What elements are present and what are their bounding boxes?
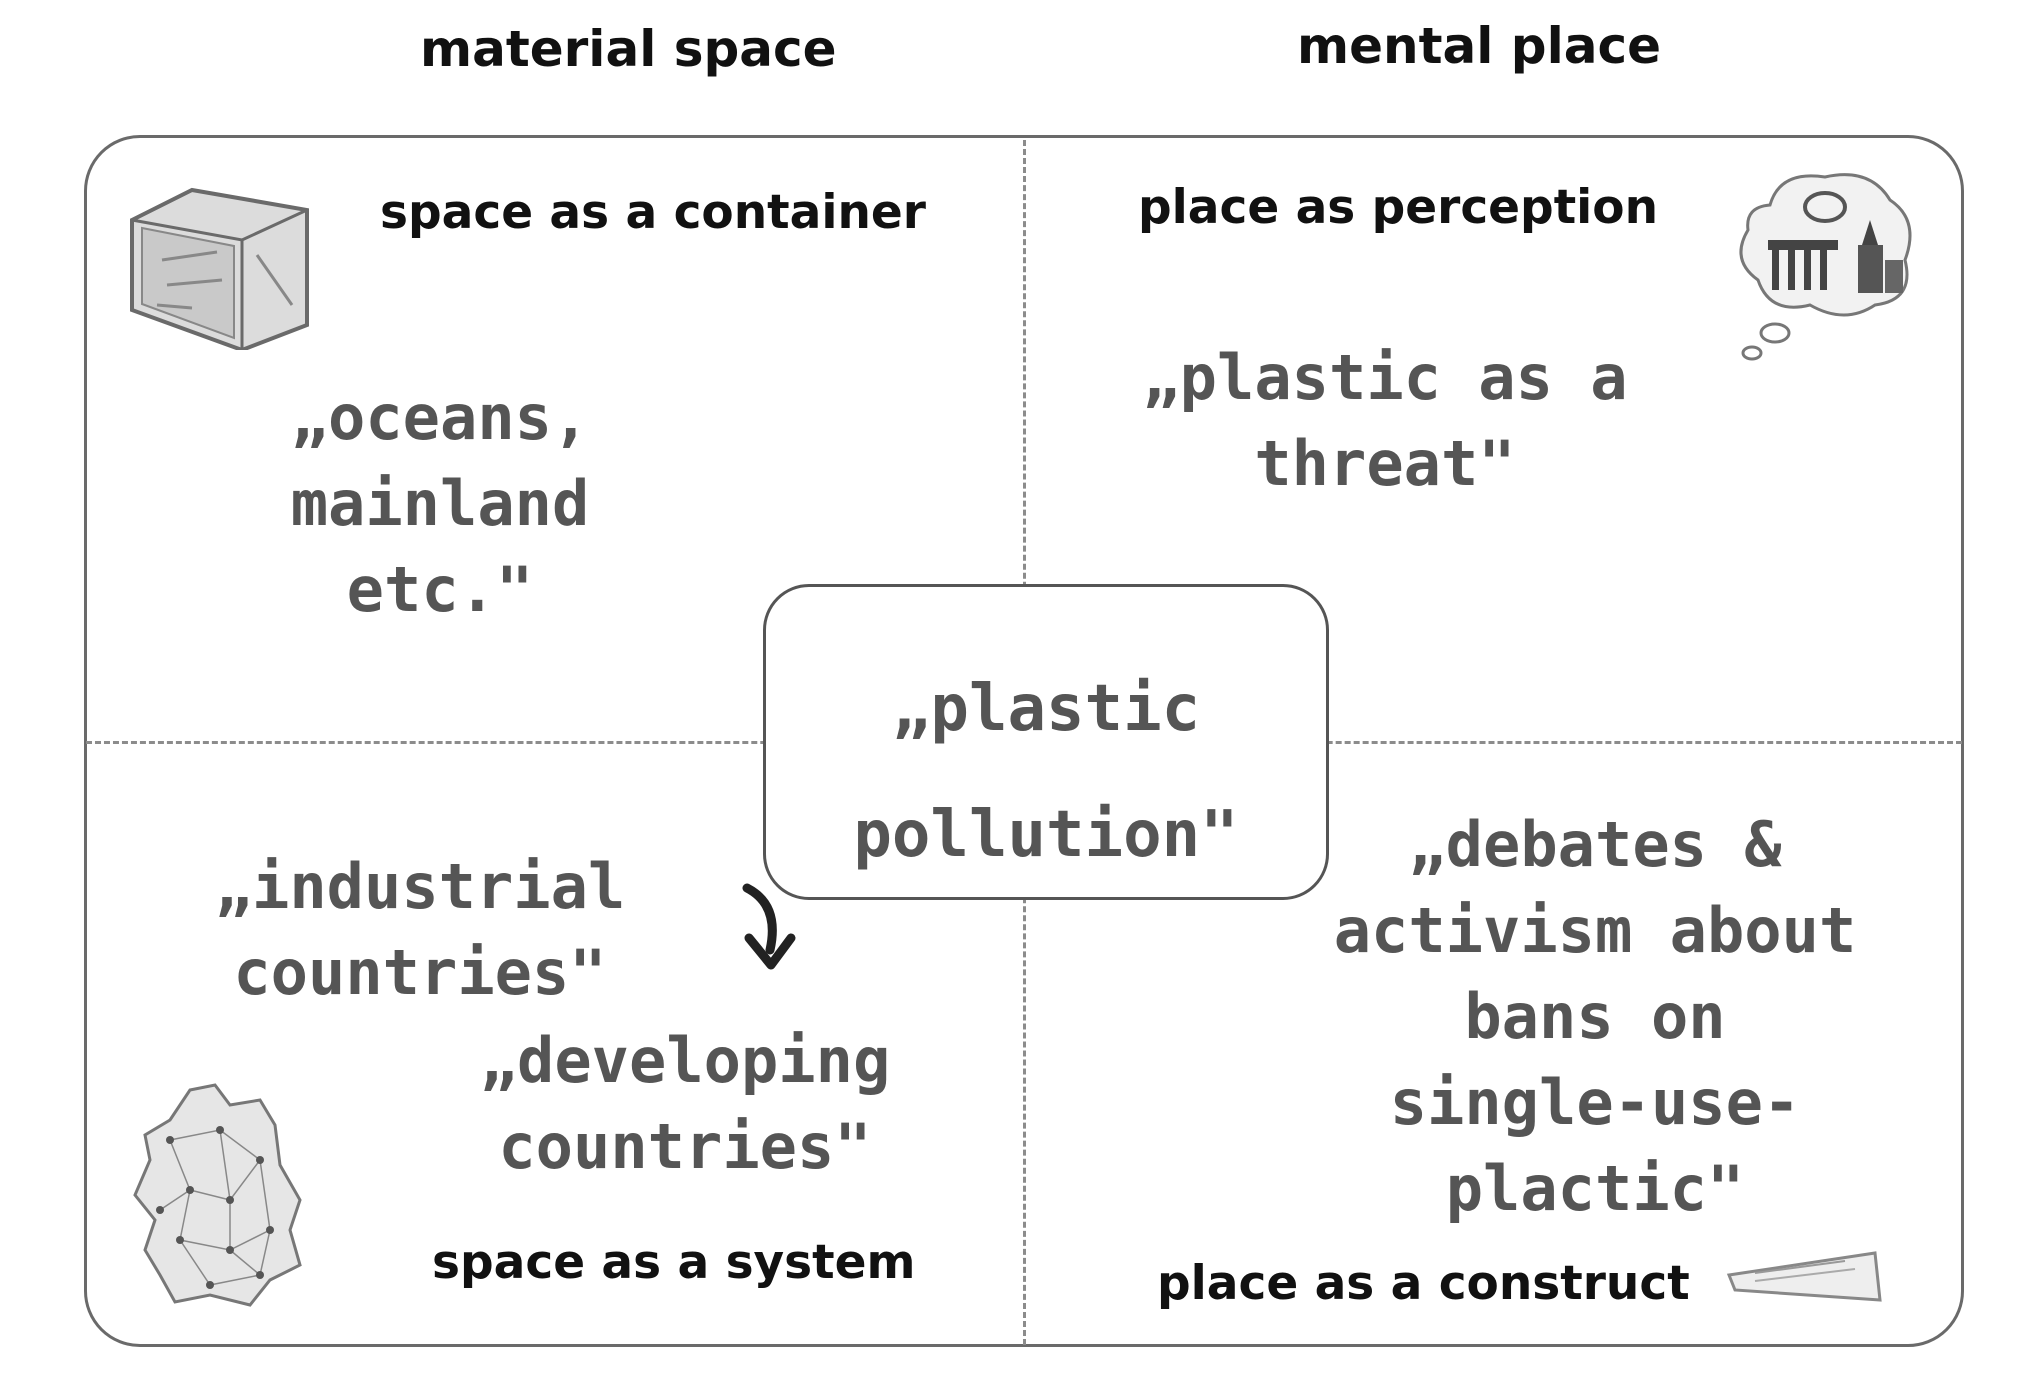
germany-network-map-icon — [133, 1083, 302, 1307]
label-space-as-container: space as a container — [380, 185, 926, 240]
center-topic-text: „plastic pollution" — [763, 646, 1329, 898]
quote-plastic-as-threat: „plastic as a threat" — [1080, 335, 1690, 507]
quote-line: etc." — [346, 553, 534, 626]
quote-line: countries" — [498, 1110, 872, 1183]
document-sheet-icon — [1726, 1251, 1882, 1302]
quote-industrial-countries: „industrial countries" — [160, 844, 680, 1016]
heading-mental-place: mental place — [1297, 17, 1662, 75]
curved-down-arrow-icon — [742, 883, 796, 970]
diagram-frame — [84, 135, 1964, 1347]
quote-developing-countries: „developing countries" — [440, 1018, 930, 1190]
quote-line: countries" — [233, 936, 607, 1009]
thought-bubble-landmarks-icon — [1739, 173, 1912, 361]
quote-line: threat" — [1254, 427, 1516, 500]
quote-line: „debates & — [1408, 808, 1782, 881]
heading-material-space: material space — [420, 20, 837, 78]
quote-line: „industrial — [214, 850, 626, 923]
center-line: pollution" — [853, 798, 1239, 872]
quote-oceans-mainland: „oceans, mainland etc." — [240, 375, 640, 633]
center-topic-box — [763, 584, 1329, 900]
quote-debates-activism: „debates & activism about bans on single… — [1270, 802, 1920, 1232]
label-place-as-construct: place as a construct — [1157, 1256, 1690, 1311]
quote-line: plactic" — [1445, 1152, 1745, 1225]
quote-line: „oceans, — [290, 381, 590, 454]
quote-line: single-use- — [1389, 1066, 1801, 1139]
label-place-as-perception: place as perception — [1138, 180, 1659, 235]
label-space-as-system: space as a system — [432, 1235, 916, 1290]
quote-line: „developing — [479, 1024, 891, 1097]
container-box-icon — [130, 187, 309, 350]
quote-line: mainland — [290, 467, 590, 540]
quote-line: bans on — [1464, 980, 1726, 1053]
quote-line: activism about — [1333, 894, 1857, 967]
quote-line: „plastic as a — [1142, 341, 1628, 414]
center-line: „plastic — [891, 672, 1201, 746]
